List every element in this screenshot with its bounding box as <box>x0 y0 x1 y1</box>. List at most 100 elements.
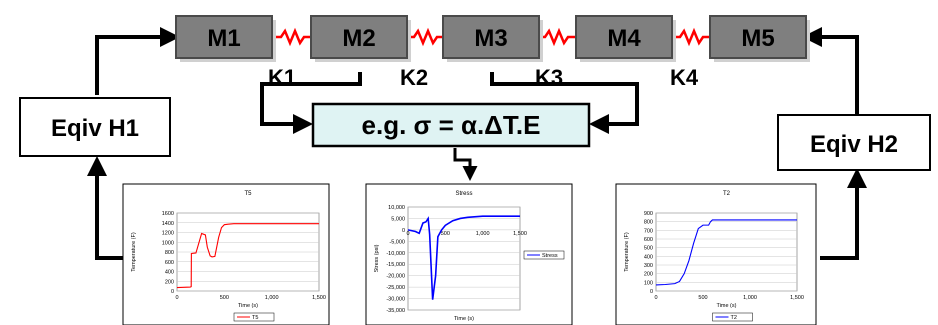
x-tick-label: 1,500 <box>312 295 326 301</box>
x-tick-label: 500 <box>441 231 450 237</box>
legend-label: T2 <box>731 315 737 321</box>
legend-label: Stress <box>542 253 558 259</box>
x-axis-label: Time (s) <box>238 303 258 309</box>
arrow-t2-chart-to-eqiv-h2 <box>820 168 867 260</box>
y-tick-label: 100 <box>644 280 653 286</box>
y-tick-label: 800 <box>644 220 653 226</box>
chart-t5: T5 0 200 400 600 800 1000 1200 1400 1600 0 500 1,000… <box>122 183 330 325</box>
y-axis-label: Temperature (F) <box>131 232 137 272</box>
legend-box <box>523 250 565 260</box>
y-tick-label: 5,000 <box>391 216 405 222</box>
y-tick-label: 200 <box>644 272 653 278</box>
y-tick-label: 600 <box>644 237 653 243</box>
y-tick-label: 500 <box>644 246 653 252</box>
y-tick-label: 400 <box>644 254 653 260</box>
y-tick-label: -20,000 <box>386 274 405 280</box>
spring-label-k2: K2 <box>400 65 428 90</box>
y-tick-label: 1600 <box>162 211 174 217</box>
x-axis-label: Time (s) <box>717 303 737 309</box>
formula-box: e.g. σ = α.ΔT.E <box>311 102 591 148</box>
y-tick-label: 10,000 <box>388 205 405 211</box>
legend-label: T5 <box>252 315 258 321</box>
y-tick-label: 200 <box>165 279 174 285</box>
y-tick-label: 0 <box>171 289 174 295</box>
y-tick-label: -25,000 <box>386 285 405 291</box>
legend-box <box>233 312 275 322</box>
x-tick-label: 1,500 <box>513 231 527 237</box>
x-tick-label: 500 <box>698 295 707 301</box>
chart-title: T2 <box>723 191 731 197</box>
spring-label-k4: K4 <box>670 65 699 90</box>
arrow-formula-to-stress <box>453 148 478 181</box>
series-line-t5 <box>176 223 319 289</box>
arrow-eqiv-h1-to-m1 <box>95 27 180 95</box>
x-tick-label: 0 <box>175 295 178 301</box>
y-tick-label: -10,000 <box>386 251 405 257</box>
eqiv-h1-box: Eqiv H1 <box>19 97 171 157</box>
spring-k2 <box>410 27 443 47</box>
spring-k3 <box>541 27 576 47</box>
y-tick-label: 0 <box>402 228 405 234</box>
y-tick-label: 1000 <box>162 240 174 246</box>
y-tick-label: 600 <box>165 260 174 266</box>
eqiv-h2-label: Eqiv H2 <box>810 131 898 158</box>
mass-m3: M3 <box>442 15 543 62</box>
mass-m5: M5 <box>709 15 810 62</box>
mass-block <box>575 15 673 59</box>
arrow-k1-to-formula <box>260 72 362 134</box>
chart-title: T5 <box>244 191 252 197</box>
x-tick-label: 500 <box>220 295 229 301</box>
spring-k4 <box>676 27 710 47</box>
y-tick-label: -15,000 <box>386 262 405 268</box>
y-axis-label: Stress (psi) <box>374 244 380 272</box>
eqiv-h2-box: Eqiv H2 <box>777 114 931 171</box>
x-axis-label: Time (s) <box>454 316 474 322</box>
y-tick-label: -5,000 <box>389 239 405 245</box>
x-tick-label: 1,500 <box>790 295 804 301</box>
x-tick-label: 1,000 <box>476 231 490 237</box>
mass-label: M4 <box>607 25 641 52</box>
legend-box <box>712 312 753 322</box>
spring-k1 <box>276 27 311 47</box>
mass-m4: M4 <box>575 15 676 62</box>
y-tick-label: 300 <box>644 263 653 269</box>
arrow-eqiv-h2-to-m5 <box>802 27 859 118</box>
mass-label: M1 <box>207 25 240 52</box>
series-line-stress <box>407 215 520 300</box>
connectors <box>87 27 867 260</box>
x-tick-label: 1,000 <box>265 295 279 301</box>
mass-label: M5 <box>741 25 774 52</box>
x-tick-label: 0 <box>654 295 657 301</box>
formula-text: e.g. σ = α.ΔT.E <box>362 110 541 140</box>
mass-label: M2 <box>342 25 375 52</box>
spring-labels: K1 K2 K3 K4 <box>268 65 699 90</box>
mass-label: M3 <box>474 25 507 52</box>
x-tick-label: 0 <box>406 231 409 237</box>
mass-block <box>175 15 273 59</box>
spring-label-k1: K1 <box>268 65 296 90</box>
y-axis-label: Temperature (F) <box>624 232 630 272</box>
y-tick-label: 1200 <box>162 231 174 237</box>
y-tick-label: -35,000 <box>386 308 405 314</box>
y-tick-label: 800 <box>165 250 174 256</box>
arrow-t5-chart-to-eqiv-h1 <box>87 156 130 260</box>
mass-m2: M2 <box>310 15 411 62</box>
mass-m1: M1 <box>175 15 276 62</box>
series-line-t2 <box>655 219 797 286</box>
plot-area <box>407 206 521 311</box>
y-tick-label: 700 <box>644 228 653 234</box>
x-tick-label: 1,000 <box>743 295 757 301</box>
eqiv-h1-label: Eqiv H1 <box>51 115 139 142</box>
mass-block <box>442 15 540 59</box>
chart-title: Stress <box>455 191 472 197</box>
spring-label-k3: K3 <box>535 65 563 90</box>
y-tick-label: 0 <box>650 289 653 295</box>
masses: M1 M2 M3 M4 M5 <box>175 15 810 62</box>
y-tick-label: 400 <box>165 270 174 276</box>
chart-stress: Stress10,0005,0000-5,000-10,000-15,000-2… <box>365 183 573 325</box>
y-tick-label: 1400 <box>162 221 174 227</box>
mass-block <box>310 15 408 59</box>
